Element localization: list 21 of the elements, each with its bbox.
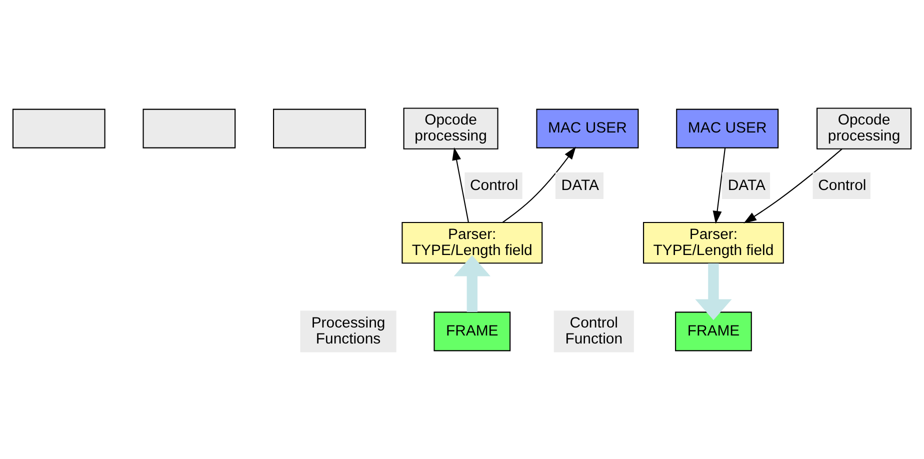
arrow [712, 147, 726, 224]
edge-label: Control [818, 176, 866, 194]
arrow [695, 262, 732, 320]
node-box: MAC USER [536, 108, 639, 148]
node-box: Opcode processing [403, 107, 498, 149]
arrow [452, 146, 469, 222]
node-box: Parser: TYPE/Length field [402, 222, 543, 264]
arrow [502, 146, 576, 222]
arrow [454, 254, 490, 312]
node-box: Opcode processing [816, 107, 912, 149]
edge-label: Control [470, 176, 518, 194]
node-box: Parser: TYPE/Length field [643, 222, 784, 264]
edge-label: DATA [728, 176, 766, 194]
node-box [142, 108, 236, 148]
node-box [273, 108, 366, 148]
node-box: FRAME [434, 311, 511, 351]
edge-label: DATA [561, 176, 599, 194]
node-box [12, 108, 106, 148]
node-box: FRAME [675, 311, 752, 351]
arrow [744, 148, 842, 223]
node-box: MAC USER [676, 108, 779, 148]
